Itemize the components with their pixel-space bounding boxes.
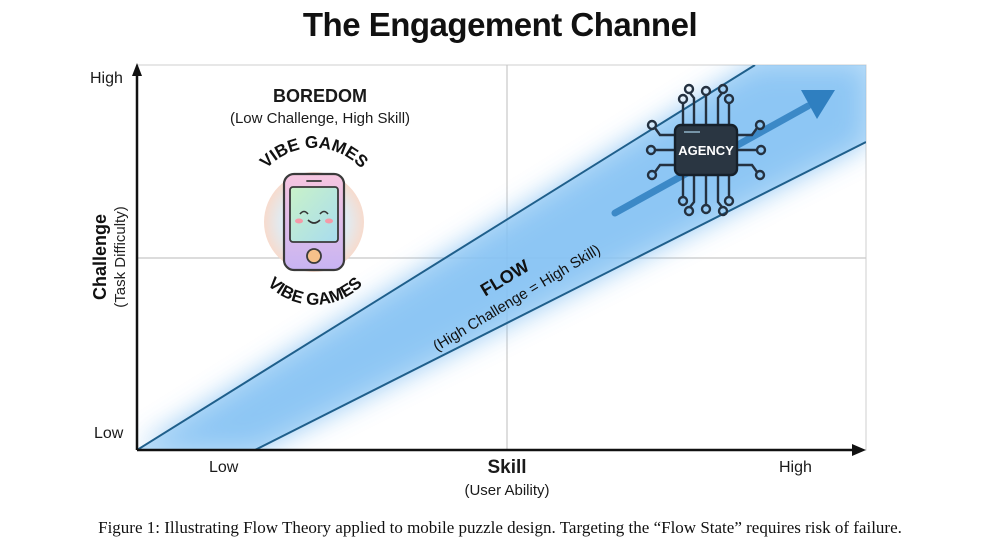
growth-arrow-head xyxy=(801,90,835,119)
x-tick-high: High xyxy=(779,459,812,476)
vibe-games-top-label: VIBE GAMES xyxy=(256,133,372,172)
figure-title: The Engagement Channel xyxy=(302,6,698,43)
figure-caption: Figure 1: Illustrating Flow Theory appli… xyxy=(98,518,902,537)
agency-label: AGENCY xyxy=(678,143,734,158)
y-axis-subtitle: (Task Difficulty) xyxy=(112,206,129,307)
x-axis-title: Skill xyxy=(487,457,527,478)
band-lower-edge xyxy=(254,141,866,450)
y-axis-arrow-icon xyxy=(132,63,142,76)
vibe-games-bottom-label: VIBE GAMES xyxy=(264,273,365,309)
y-tick-low: Low xyxy=(94,425,124,442)
y-axis-title: Challenge xyxy=(90,214,110,300)
boredom-subtitle: (Low Challenge, High Skill) xyxy=(229,110,411,127)
svg-text:VIBE GAMES: VIBE GAMES xyxy=(256,133,372,172)
x-axis-arrow-icon xyxy=(852,444,866,456)
agency-chip-icon xyxy=(645,83,767,217)
y-tick-high: High xyxy=(90,70,123,87)
x-tick-low: Low xyxy=(209,459,239,476)
phone-icon xyxy=(282,172,346,272)
vibe-games-badge xyxy=(264,172,364,272)
boredom-title: BOREDOM xyxy=(273,86,367,106)
svg-text:VIBE GAMES: VIBE GAMES xyxy=(264,273,365,309)
x-axis-subtitle: (User Ability) xyxy=(464,482,550,499)
